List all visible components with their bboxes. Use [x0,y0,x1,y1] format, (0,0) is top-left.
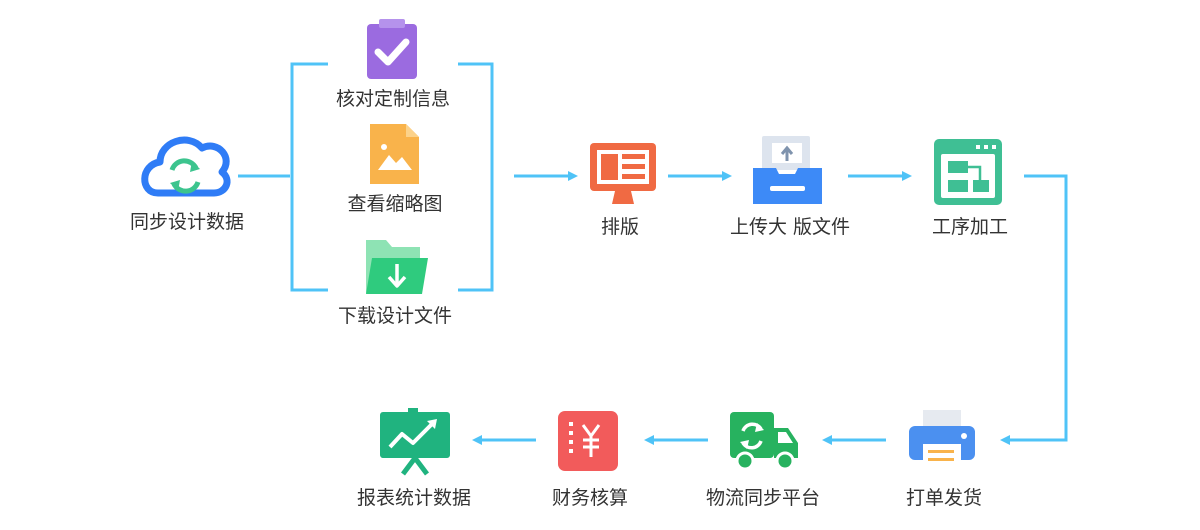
clipboard-check-icon [367,19,417,79]
step-label-process: 工序加工 [931,216,1009,238]
upload-tray-icon [753,136,822,204]
step-label-thumbnail: 查看缩略图 [347,193,443,215]
step-label-download: 下载设计文件 [337,305,453,327]
yen-document-icon [558,411,618,471]
arrow-to-ship [1000,174,1068,445]
step-label-layout: 排版 [600,216,640,238]
step-label-sync: 同步设计数据 [129,211,245,233]
process-board-icon [934,139,1002,205]
image-file-icon [370,124,419,184]
cloud-sync-icon [141,136,231,197]
right-bracket [458,62,494,292]
step-label-upload: 上传大 版文件 [729,216,851,238]
step-label-ship: 打单发货 [905,487,983,509]
truck-sync-icon [730,412,798,471]
monitor-layout-icon [590,143,656,204]
folder-download-icon [366,240,428,294]
step-label-finance: 财务核算 [551,487,629,509]
chart-board-icon [380,408,450,476]
left-bracket [290,62,328,292]
step-label-verify: 核对定制信息 [335,88,451,110]
step-label-logistics: 物流同步平台 [705,487,821,509]
step-label-report: 报表统计数据 [356,487,472,509]
connectors [238,62,1068,445]
printer-icon [909,410,975,469]
